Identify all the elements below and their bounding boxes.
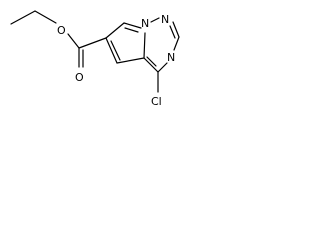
bond-c6-c7	[105, 22, 125, 39]
bond-n-bridgehead-c4a	[143, 32, 146, 59]
bond-n-bridgehead-n2	[150, 17, 160, 23]
atom-label-chlorine: Cl	[151, 95, 162, 108]
bond-c6-c5-inner	[110, 40, 121, 61]
bond-n2-c3-inner	[169, 25, 176, 39]
bond-ethyl-ch2-o	[34, 10, 57, 24]
bond-c7-n-inner	[124, 27, 139, 33]
bond-c4-c4a	[143, 57, 159, 73]
bond-carbonyl-c-ring	[78, 37, 107, 49]
atom-label-carbonyl-oxygen: O	[75, 71, 84, 84]
atom-label-ester-oxygen: O	[57, 24, 66, 37]
bond-n4-c4	[157, 62, 168, 73]
chemical-structure-diagram: O O N N N Cl	[10, 10, 180, 108]
bond-c6-c5	[105, 37, 118, 64]
bond-n2-c3	[172, 21, 180, 38]
bond-c4-c4a-inner	[146, 56, 157, 67]
bond-ester-o-carbonyl-c	[67, 33, 80, 49]
bond-c5-c4a	[116, 57, 145, 64]
bond-ethyl-ch3-ch2	[10, 10, 36, 25]
atom-label-ring-nitrogen-3: N	[167, 51, 175, 64]
bond-c7-n-bridgehead	[123, 22, 142, 29]
atom-label-ring-nitrogen-bridgehead: N	[141, 17, 149, 30]
bond-c3-n4	[173, 36, 180, 51]
atom-label-ring-nitrogen-2: N	[161, 13, 169, 26]
